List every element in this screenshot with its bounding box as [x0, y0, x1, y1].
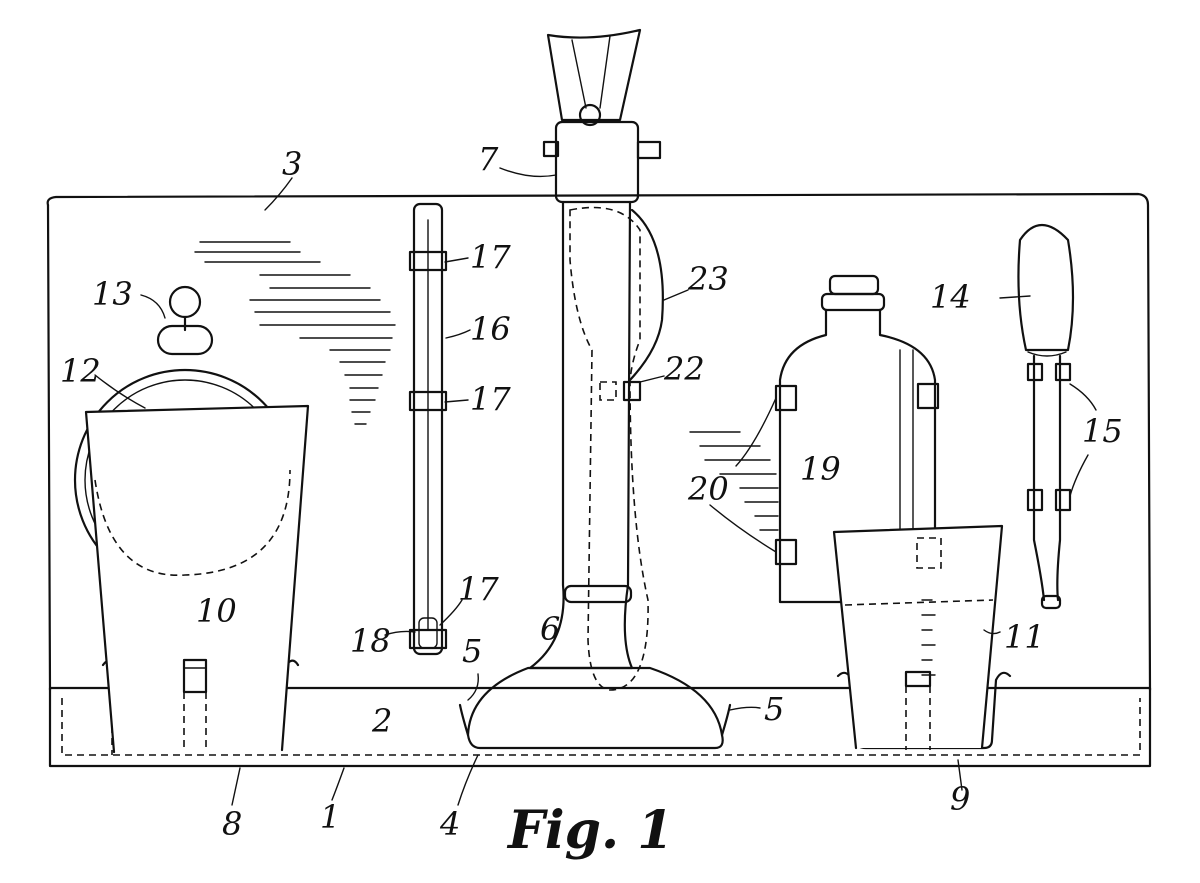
label-9: 9	[950, 780, 970, 818]
label-13: 13	[92, 275, 133, 313]
label-2: 2	[371, 702, 392, 740]
measuring-cup	[832, 524, 1004, 750]
base-tray	[48, 686, 1152, 768]
label-23: 23	[687, 260, 729, 298]
label-18: 18	[350, 622, 391, 660]
label-1: 1	[320, 798, 340, 836]
label-19: 19	[800, 450, 841, 488]
label-15: 15	[1082, 412, 1123, 450]
left-cup	[84, 404, 310, 754]
label-6: 6	[540, 610, 560, 648]
label-4: 4	[439, 805, 460, 843]
reference-numerals: 3 7 13 12 17 16 17 17 18 23 22 14 15 19 …	[60, 140, 1123, 843]
figure-caption: Fig. 1	[506, 800, 673, 861]
label-7: 7	[478, 140, 499, 178]
label-17-bottom: 17	[458, 570, 499, 608]
central-stand	[458, 28, 732, 750]
label-8: 8	[222, 805, 242, 843]
label-20: 20	[687, 470, 729, 508]
thermometer	[408, 202, 448, 656]
backboard-panel	[46, 192, 1152, 692]
label-12: 12	[60, 352, 101, 390]
label-3: 3	[282, 145, 302, 183]
leader-lines	[94, 167, 1097, 806]
dropper	[1017, 224, 1075, 610]
label-14: 14	[930, 278, 971, 316]
label-22: 22	[663, 350, 705, 388]
label-17-top: 17	[470, 238, 511, 276]
label-17-middle: 17	[470, 380, 511, 418]
label-5-right: 5	[764, 690, 784, 728]
shading-lines	[194, 241, 779, 531]
label-5-left: 5	[462, 632, 482, 670]
label-11: 11	[1004, 618, 1045, 656]
label-10: 10	[196, 592, 237, 630]
label-16: 16	[470, 310, 511, 348]
